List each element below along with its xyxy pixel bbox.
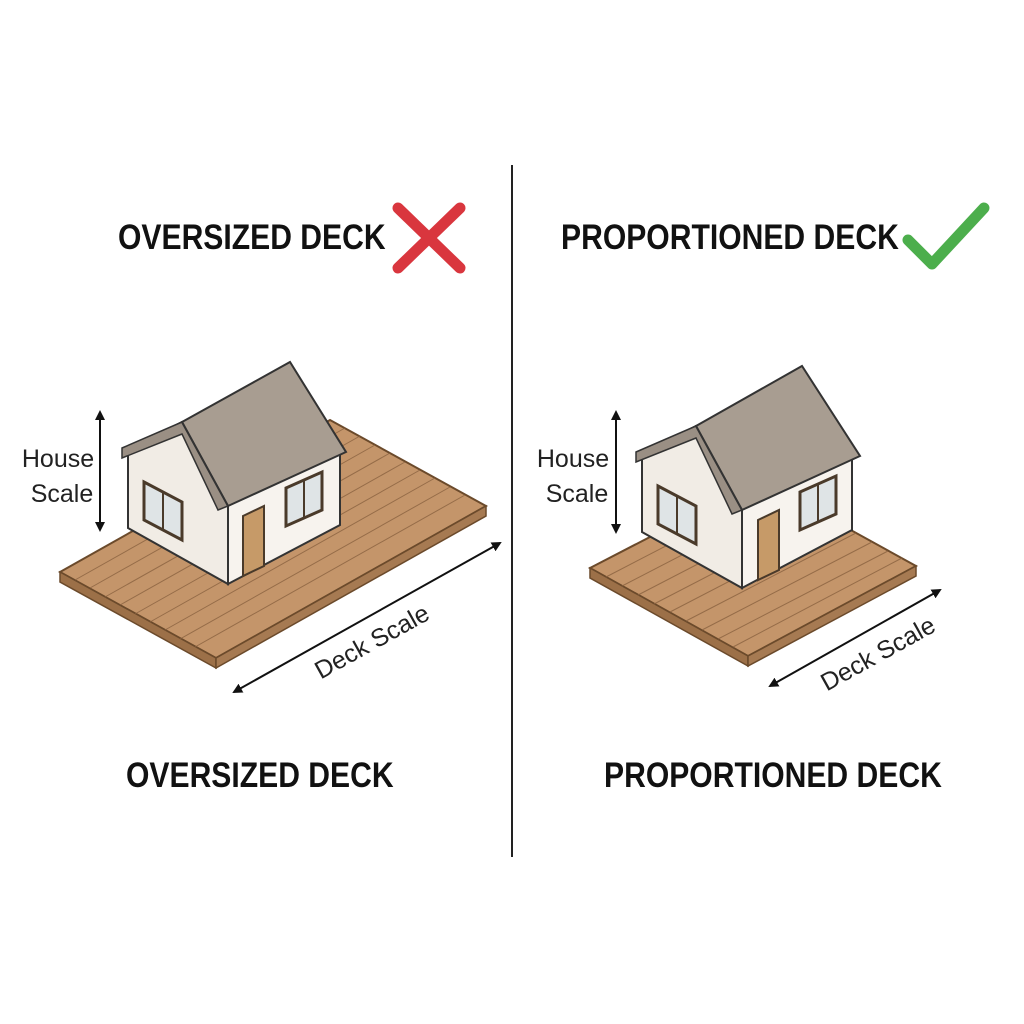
- x-mark-icon: [392, 202, 466, 274]
- house-scale-label-line2: Scale: [31, 480, 94, 508]
- left-caption: OVERSIZED DECK: [126, 756, 394, 795]
- deck-scale-arrow: [768, 589, 942, 687]
- right-caption: PROPORTIONED DECK: [604, 756, 942, 795]
- proportioned-house: [635, 364, 862, 590]
- deck-scale-arrow: [232, 542, 502, 693]
- check-mark-icon: [902, 202, 990, 270]
- proportioned-deck-scene: House Scale Deck Scale: [537, 364, 942, 697]
- center-divider: [511, 165, 513, 857]
- house-scale-label-line1: House: [22, 445, 94, 473]
- oversized-deck-scene: House Scale Deck Scale: [22, 360, 502, 693]
- right-title: PROPORTIONED DECK: [561, 218, 899, 257]
- house-scale-label-line1: House: [537, 445, 609, 473]
- left-title: OVERSIZED DECK: [118, 218, 386, 257]
- house-scale-label-line2: Scale: [546, 480, 609, 508]
- deck-scale-label: Deck Scale: [310, 599, 434, 685]
